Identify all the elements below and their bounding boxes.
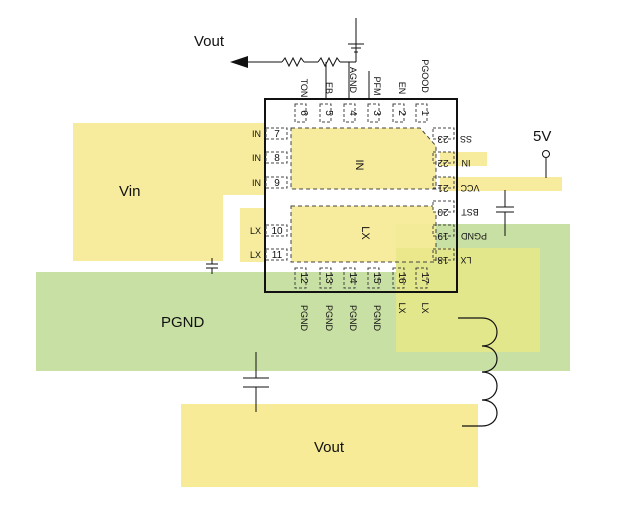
vin-pour-ext — [189, 123, 264, 195]
in-pad-label: IN — [353, 160, 365, 171]
svg-text:PGND: PGND — [461, 231, 488, 241]
svg-text:6: 6 — [298, 110, 309, 116]
svg-text:17: 17 — [419, 272, 430, 284]
svg-text:18: 18 — [437, 254, 449, 265]
svg-text:IN: IN — [252, 129, 261, 139]
svg-text:1: 1 — [419, 110, 430, 116]
bst-capacitor — [496, 190, 514, 236]
left-pin-11: 11 LX — [250, 248, 288, 261]
vcc-right-trace — [440, 177, 562, 191]
lx-pad-outline — [290, 205, 437, 263]
svg-text:10: 10 — [271, 226, 283, 237]
lx-pad-label: LX — [359, 226, 371, 240]
output-capacitor — [243, 352, 269, 412]
svg-text:3: 3 — [371, 110, 382, 116]
top-pin-1: 1 PGOOD — [415, 59, 430, 123]
in-pad — [291, 128, 436, 189]
svg-text:23: 23 — [437, 133, 449, 144]
vout-net-label: Vout — [194, 33, 225, 50]
svg-text:IN: IN — [252, 178, 261, 188]
feedback-network — [248, 18, 364, 99]
top-pin-6: 6 TON — [294, 79, 309, 123]
top-pin-2: 2 EN — [392, 82, 407, 123]
svg-text:EN: EN — [397, 82, 407, 95]
svg-text:12: 12 — [298, 272, 309, 284]
5v-net-label: 5V — [533, 128, 551, 145]
supply-5v-node — [542, 150, 550, 178]
svg-text:20: 20 — [437, 206, 449, 217]
svg-text:LX: LX — [250, 250, 261, 260]
svg-text:SS: SS — [460, 134, 472, 144]
svg-text:IN: IN — [462, 158, 471, 168]
bottom-pin-17: 17 LX — [415, 267, 430, 314]
svg-text:7: 7 — [274, 129, 280, 140]
svg-text:14: 14 — [347, 272, 358, 284]
svg-text:11: 11 — [272, 250, 283, 261]
input-capacitor — [206, 258, 218, 274]
vin-pour-lower — [189, 195, 223, 261]
svg-text:5: 5 — [323, 110, 334, 116]
svg-text:19: 19 — [437, 230, 449, 241]
right-pin-18: 18 LX — [432, 248, 472, 265]
lx-left-pour — [240, 208, 264, 262]
bottom-pin-16: 16 LX — [392, 267, 407, 314]
svg-text:LX: LX — [250, 226, 261, 236]
top-pin-3: 3 PFM — [367, 71, 382, 123]
svg-text:TON: TON — [299, 79, 309, 98]
bottom-pin-12: 12 PGND — [294, 267, 309, 332]
right-pin-21: 21 VCC — [432, 176, 480, 193]
left-pin-9: 9 IN — [252, 176, 288, 189]
svg-text:VCC: VCC — [460, 183, 480, 193]
in-right-trace — [440, 152, 487, 166]
bottom-pin-15: 15 PGND — [367, 267, 382, 332]
right-pin-22: 22 IN — [432, 151, 471, 168]
right-pin-23: 23 SS — [432, 127, 472, 144]
svg-text:16: 16 — [396, 272, 407, 284]
ic-body — [264, 98, 458, 293]
bottom-pin-14: 14 PGND — [343, 267, 358, 332]
svg-text:PGND: PGND — [372, 305, 382, 332]
vin-pour — [73, 123, 189, 261]
pgnd-label: PGND — [161, 314, 205, 331]
svg-text:AGND: AGND — [348, 67, 358, 94]
svg-text:21: 21 — [437, 182, 449, 193]
svg-text:15: 15 — [371, 272, 382, 284]
in-pad-outline — [290, 127, 437, 190]
svg-text:13: 13 — [323, 272, 334, 284]
svg-text:PGND: PGND — [348, 305, 358, 332]
svg-text:PGND: PGND — [324, 305, 334, 332]
svg-text:IN: IN — [252, 153, 261, 163]
svg-text:8: 8 — [274, 153, 280, 164]
vout-label: Vout — [314, 439, 345, 456]
svg-text:LX: LX — [460, 255, 471, 265]
svg-text:9: 9 — [274, 178, 280, 189]
pgnd-pour-left — [36, 272, 396, 371]
svg-text:22: 22 — [437, 157, 449, 168]
left-pin-10: 10 LX — [250, 224, 288, 237]
left-pin-8: 8 IN — [252, 151, 288, 164]
svg-text:BST: BST — [461, 207, 479, 217]
svg-text:LX: LX — [420, 302, 430, 313]
svg-text:EB: EB — [324, 82, 334, 94]
inductor-icon — [458, 317, 498, 427]
right-pin-20: 20 BST — [432, 200, 479, 217]
right-pin-19: 19 PGND — [432, 224, 488, 241]
svg-text:2: 2 — [396, 110, 407, 116]
left-pin-7: 7 IN — [252, 127, 288, 140]
vin-label: Vin — [119, 183, 140, 200]
lx-output-pour — [396, 248, 540, 352]
svg-text:4: 4 — [347, 110, 358, 116]
vout-pour — [181, 404, 478, 487]
top-pin-5: 5 EB — [319, 82, 334, 123]
svg-text:LX: LX — [397, 302, 407, 313]
top-pin-4: 4 AGND — [343, 67, 358, 123]
svg-text:PGND: PGND — [299, 305, 309, 332]
bottom-pin-13: 13 PGND — [319, 267, 334, 332]
svg-text:PGOOD: PGOOD — [420, 59, 430, 93]
vout-arrow-icon — [230, 56, 248, 68]
svg-text:PFM: PFM — [372, 77, 382, 96]
